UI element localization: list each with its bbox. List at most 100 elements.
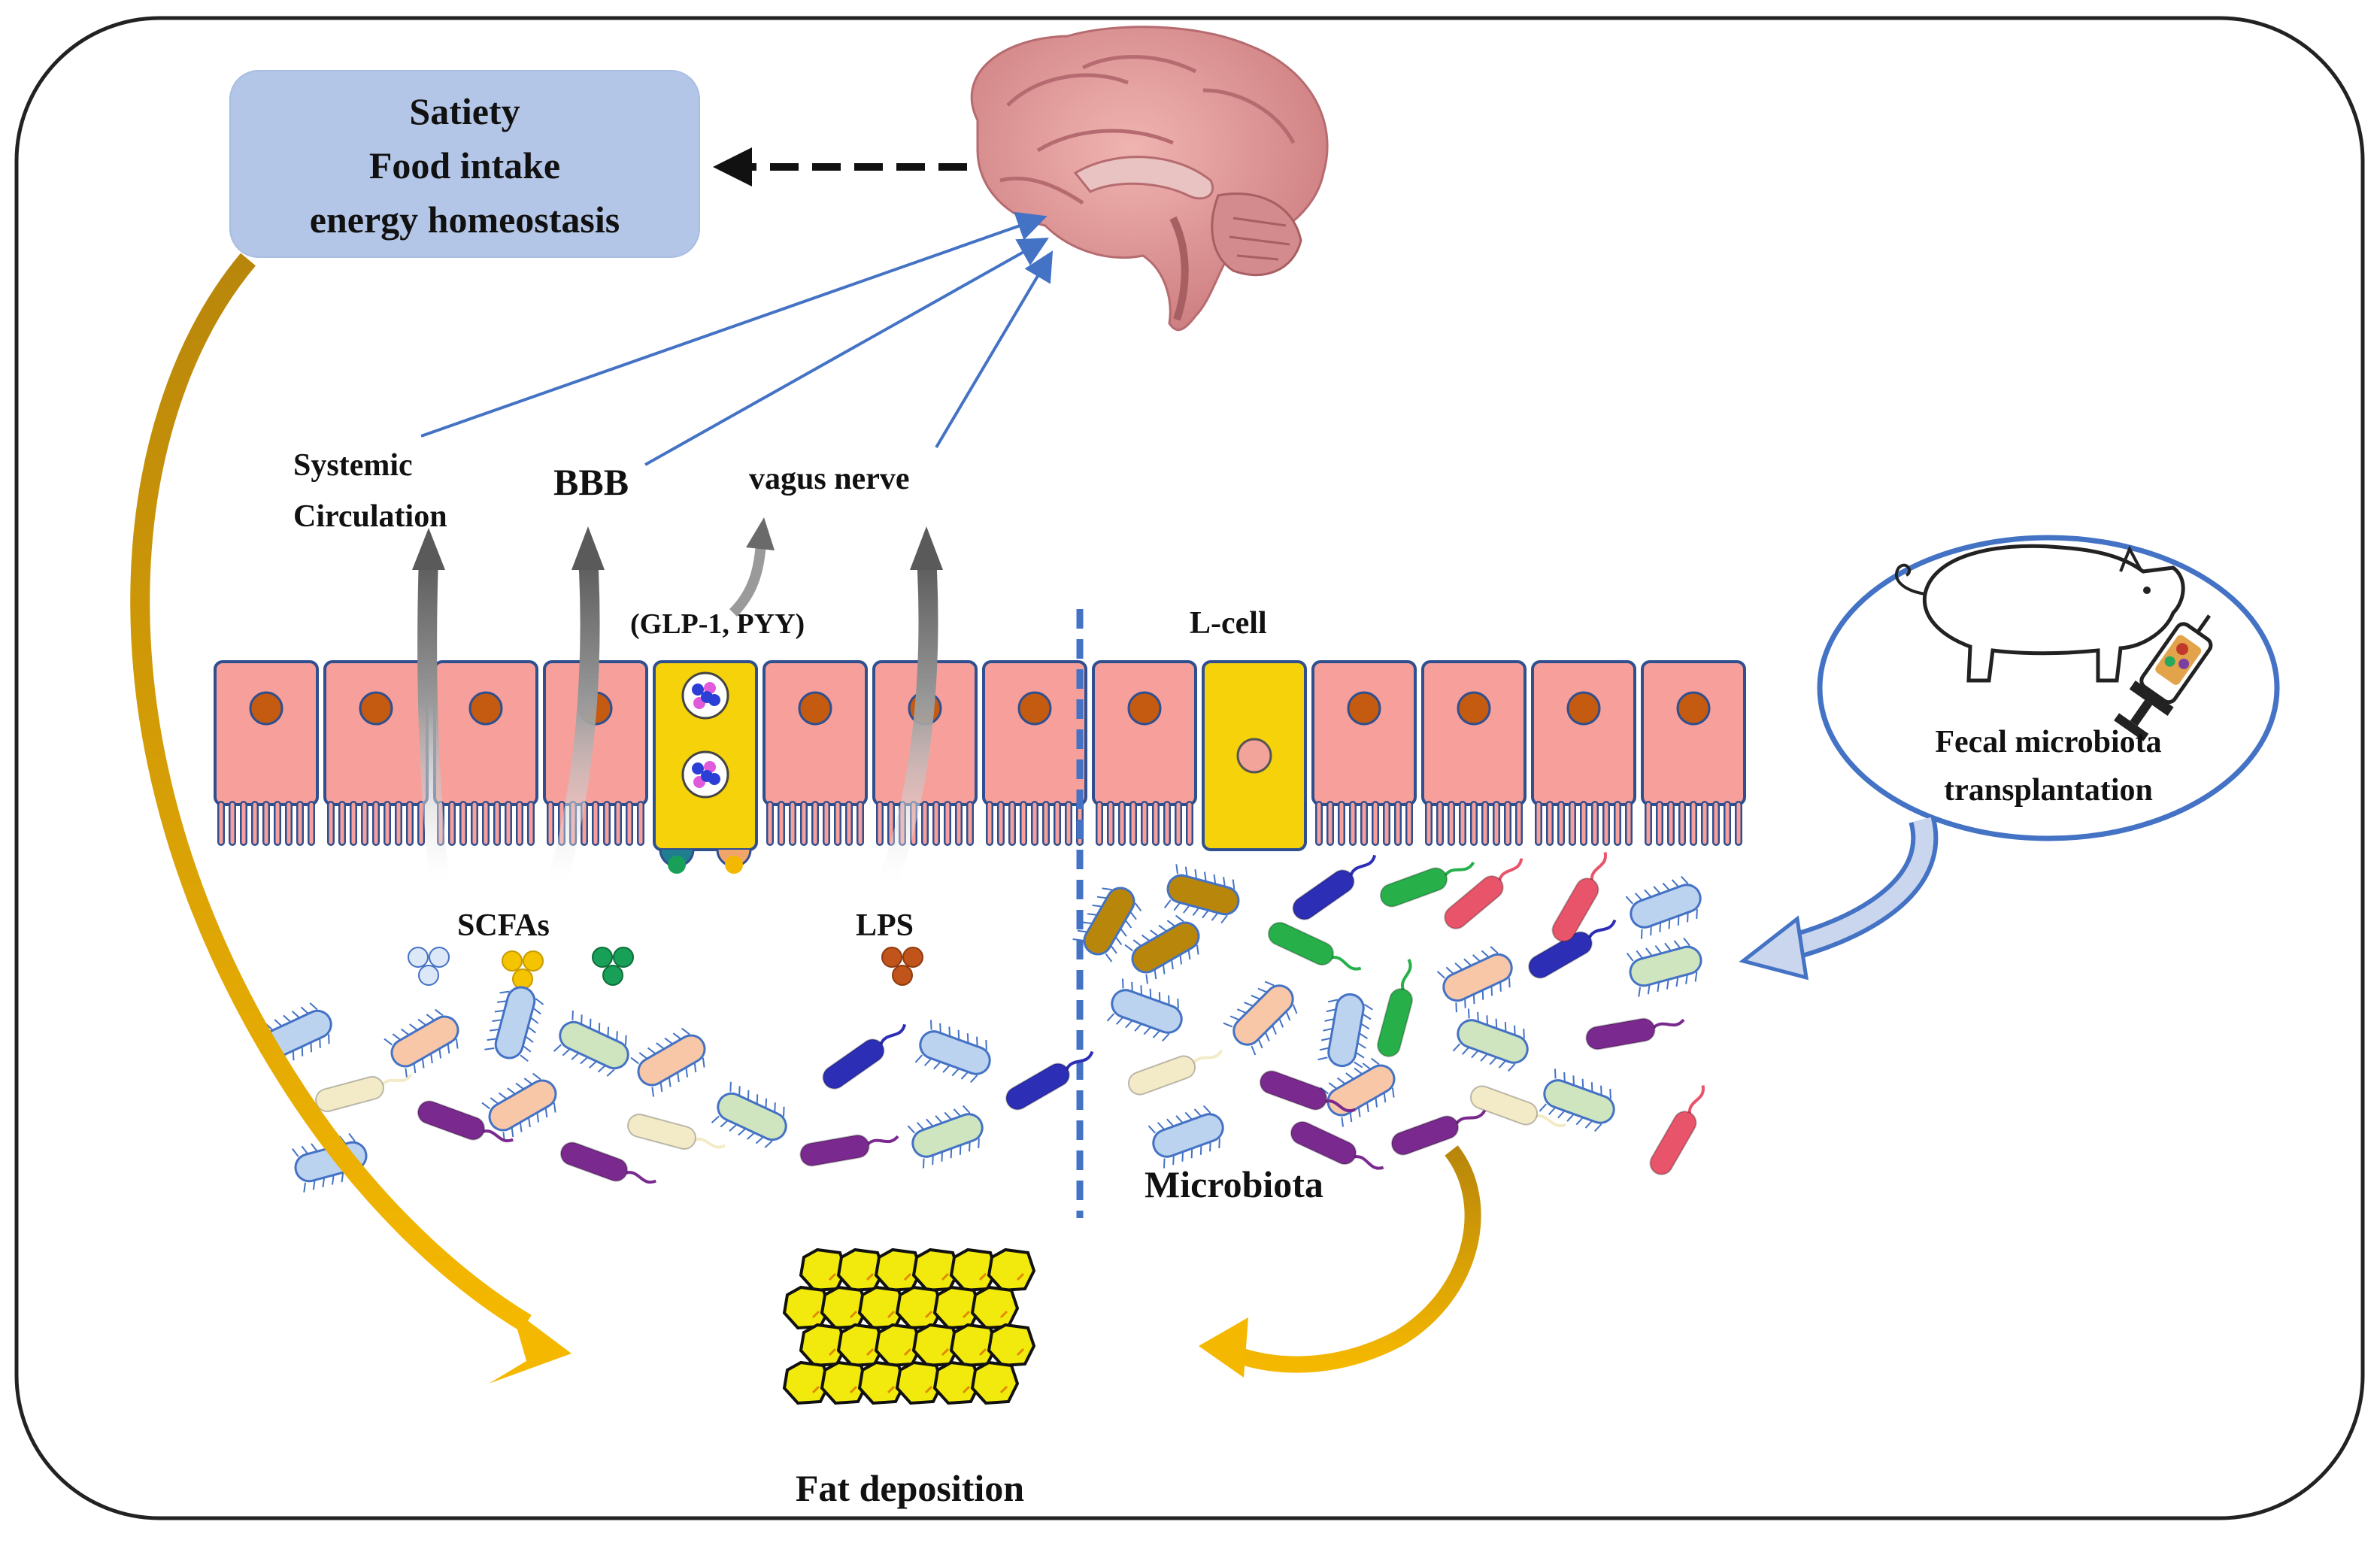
bacterium — [1436, 946, 1513, 1013]
nucleus — [468, 691, 503, 726]
lcell-label: L-cell — [1190, 606, 1267, 641]
bacteria-layer — [256, 852, 1705, 1193]
bacterium — [1585, 1017, 1685, 1050]
bacterium — [484, 986, 544, 1062]
outcome-line-2: Food intake — [369, 144, 560, 186]
fmt-panel: Fecal microbiota transplantation — [1817, 535, 2280, 841]
metabolite-dot — [512, 969, 533, 990]
brain-icon — [970, 26, 1329, 332]
bacterium — [384, 1008, 459, 1078]
outer-frame — [14, 16, 2365, 1520]
bacterium — [1539, 1069, 1615, 1132]
outcome-to-fat-arrow — [130, 253, 572, 1384]
lps-label: LPS — [856, 908, 914, 943]
fat-cell — [987, 1247, 1036, 1293]
nucleus — [1127, 691, 1162, 726]
systemic-arrow — [420, 211, 1048, 438]
bacterium — [1528, 919, 1617, 979]
bacterium — [711, 1081, 787, 1148]
vagus-label: vagus nerve — [749, 462, 910, 496]
bacterium — [553, 1010, 629, 1077]
bacterium — [1649, 1085, 1705, 1175]
bacterium — [1320, 1057, 1396, 1127]
microbiota-to-fat-arrow — [1199, 1145, 1481, 1378]
nucleus — [359, 691, 393, 726]
nucleus — [1347, 691, 1381, 726]
pig-icon — [1894, 544, 2185, 683]
fmt-label-1: Fecal microbiota — [1935, 725, 2161, 759]
brain-to-outcome-arrow — [713, 147, 1009, 186]
bacterium — [630, 1027, 706, 1097]
systemic-label-1: Systemic — [293, 448, 413, 483]
nucleus — [249, 691, 283, 726]
systemic-label-2: Circulation — [293, 499, 447, 534]
metabolite-dot — [418, 965, 439, 986]
bacterium — [1469, 1085, 1566, 1128]
fmt-label-2: transplantation — [1944, 773, 2153, 808]
bacterium — [822, 1023, 907, 1090]
epithelium — [214, 660, 1746, 874]
nucleus — [1457, 691, 1491, 726]
nucleus — [1566, 691, 1601, 726]
metabolite-dot — [523, 950, 544, 972]
bacterium — [1148, 1105, 1224, 1169]
bacterium — [481, 1072, 557, 1142]
enterocyte — [1311, 660, 1417, 846]
bacterium — [1124, 914, 1200, 984]
bacterium — [1106, 978, 1183, 1042]
enterocyte — [1092, 660, 1197, 846]
fat-label: Fat deposition — [796, 1467, 1024, 1509]
bacterium — [1223, 981, 1298, 1056]
bacterium — [1290, 1120, 1384, 1170]
outcome-line-1: Satiety — [409, 90, 520, 132]
nucleus — [798, 691, 832, 726]
enterocyte — [214, 660, 319, 846]
bacterium — [1376, 959, 1414, 1057]
bacterium — [1072, 887, 1142, 962]
fat-cell — [970, 1285, 1020, 1330]
bacterium — [799, 1134, 899, 1167]
scfas-label: SCFAs — [457, 908, 550, 943]
bacterium — [1452, 1008, 1529, 1072]
metabolite-dot — [602, 965, 623, 986]
enterocyte — [1641, 660, 1746, 846]
enterocyte — [1531, 660, 1636, 846]
enterocyte — [763, 660, 868, 846]
vagus-arrow — [935, 250, 1054, 449]
microbiota-label: Microbiota — [1145, 1163, 1323, 1205]
metabolite-dot — [902, 947, 923, 968]
nucleus — [1236, 738, 1272, 774]
bacterium — [1390, 1109, 1487, 1156]
bacterium — [1379, 861, 1475, 908]
metabolite-dot — [502, 950, 523, 972]
bacterium — [1267, 921, 1362, 971]
metabolite-dots — [408, 947, 923, 990]
metabolite-dot — [592, 947, 613, 968]
l-cell — [1202, 660, 1307, 851]
outcome-box: Satiety Food intake energy homeostasis — [229, 70, 700, 258]
bacterium — [1317, 993, 1373, 1069]
bacterium — [1292, 854, 1377, 920]
transport-arrows — [412, 517, 943, 887]
bacterium — [417, 1100, 514, 1143]
bacterium — [559, 1141, 656, 1184]
syringe-icon — [2114, 614, 2213, 741]
bacterium — [1626, 937, 1702, 997]
enterocyte — [982, 660, 1087, 846]
metabolite-dot — [408, 947, 429, 968]
metabolite-dot — [892, 965, 913, 986]
bacterium — [1444, 858, 1524, 929]
bacterium — [1551, 852, 1607, 942]
hormones-label: (GLP-1, PYY) — [630, 608, 805, 640]
l-cell — [653, 660, 758, 874]
bacterium — [1625, 875, 1702, 939]
bacterium — [1259, 1070, 1356, 1113]
bacterium — [914, 1020, 991, 1084]
pathway-arrows — [420, 211, 1054, 466]
metabolite-dot — [429, 947, 450, 968]
fmt-arrow — [1739, 816, 1939, 981]
nucleus — [1676, 691, 1711, 726]
fat-cell — [987, 1323, 1036, 1368]
